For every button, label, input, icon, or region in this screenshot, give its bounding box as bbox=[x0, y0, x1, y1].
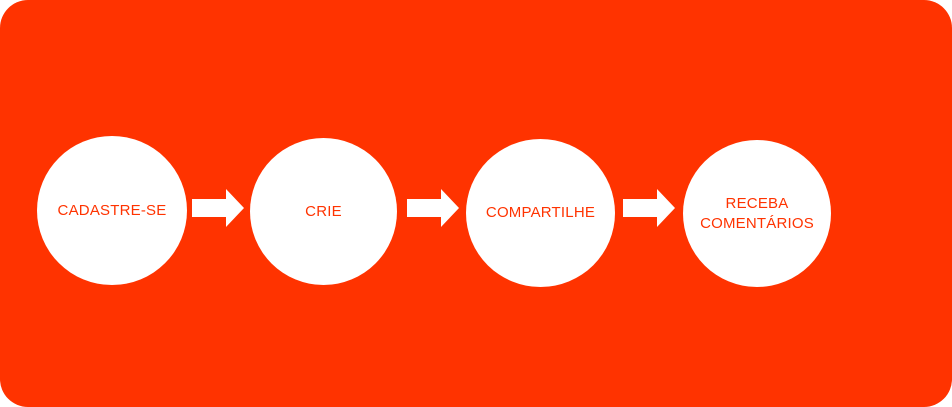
step-circle-create: CRIE bbox=[250, 138, 397, 285]
step-circle-register: CADASTRE-SE bbox=[37, 136, 187, 285]
right-arrow-icon bbox=[192, 189, 244, 227]
right-arrow-icon bbox=[623, 189, 675, 227]
step-label-register: CADASTRE-SE bbox=[57, 201, 167, 219]
step-circle-receive-comments: RECEBA COMENTÁRIOS bbox=[683, 140, 831, 287]
step-label-create: CRIE bbox=[305, 202, 342, 220]
step-circle-share: COMPARTILHE bbox=[466, 139, 615, 287]
step-label-receive-line2: COMENTÁRIOS bbox=[700, 214, 814, 232]
right-arrow-icon bbox=[407, 189, 459, 227]
step-label-receive-line1: RECEBA bbox=[725, 194, 789, 212]
step-label-share: COMPARTILHE bbox=[485, 204, 596, 221]
